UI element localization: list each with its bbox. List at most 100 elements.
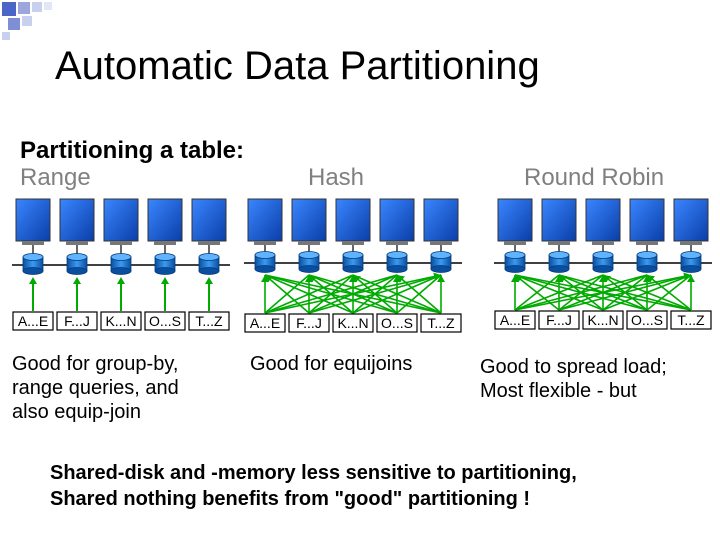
partition-box bbox=[244, 313, 286, 333]
processor-base bbox=[342, 241, 364, 245]
partition-label: O...S bbox=[631, 312, 663, 328]
arrowhead bbox=[161, 277, 169, 284]
partition-box bbox=[626, 310, 668, 330]
page-title: Automatic Data Partitioning bbox=[55, 44, 540, 88]
disk-bottom bbox=[636, 265, 658, 273]
partition-box bbox=[376, 313, 418, 333]
partition-arrow bbox=[646, 274, 692, 311]
disk-top bbox=[254, 251, 276, 259]
arrowhead bbox=[309, 275, 317, 283]
arrowhead bbox=[511, 275, 519, 282]
partition-label: A...E bbox=[18, 313, 48, 329]
partition-box bbox=[144, 311, 186, 331]
arrowhead bbox=[515, 275, 523, 283]
arrowhead bbox=[683, 272, 691, 281]
partition-arrow bbox=[264, 274, 354, 314]
partition-box bbox=[494, 310, 536, 330]
processor-base bbox=[254, 241, 276, 245]
disk-top bbox=[504, 251, 526, 259]
arrowhead bbox=[555, 275, 563, 282]
disk-bottom bbox=[548, 265, 570, 273]
processor-icon bbox=[379, 198, 415, 242]
disk-top bbox=[342, 251, 364, 259]
processor-base bbox=[548, 241, 570, 245]
desc-line: range queries, and bbox=[12, 377, 179, 399]
processor-icon bbox=[147, 198, 183, 242]
partition-label: A...E bbox=[500, 312, 530, 328]
arrowhead bbox=[117, 277, 125, 284]
desc-line: also equip-join bbox=[12, 401, 141, 423]
processor-icon bbox=[15, 198, 51, 242]
processor-icon bbox=[629, 198, 665, 242]
disk-top bbox=[680, 251, 702, 259]
partition-arrow bbox=[602, 274, 692, 311]
processor-base bbox=[66, 241, 88, 245]
disk-bottom bbox=[430, 265, 452, 273]
arrowhead bbox=[599, 275, 607, 282]
disk-top bbox=[386, 251, 408, 259]
processor-base bbox=[504, 241, 526, 245]
hash-description: Good for equijoins bbox=[250, 352, 412, 376]
disk-bottom bbox=[154, 267, 176, 275]
partition-box bbox=[420, 313, 462, 333]
desc-line: Good for equijoins bbox=[250, 353, 413, 375]
partition-label: A...E bbox=[250, 315, 280, 331]
arrowhead bbox=[29, 277, 37, 284]
partition-label: F...J bbox=[64, 313, 90, 329]
partition-arrow bbox=[264, 274, 310, 314]
disk-bottom bbox=[504, 265, 526, 273]
disk-bottom bbox=[386, 265, 408, 273]
processor-base bbox=[22, 241, 44, 245]
partition-label: F...J bbox=[546, 312, 572, 328]
processor-icon bbox=[423, 198, 459, 242]
disk-top bbox=[198, 253, 220, 261]
round-robin-description: Good to spread load; Most flexible - but bbox=[480, 355, 667, 403]
disk-bottom bbox=[298, 265, 320, 273]
partition-box bbox=[188, 311, 230, 331]
disk-bottom bbox=[680, 265, 702, 273]
summary-line: Shared-disk and -memory less sensitive t… bbox=[50, 462, 577, 484]
disk-top bbox=[430, 251, 452, 259]
processor-base bbox=[430, 241, 452, 245]
partition-arrow bbox=[514, 274, 604, 311]
desc-line: Good to spread load; bbox=[480, 356, 667, 378]
processor-base bbox=[636, 241, 658, 245]
range-label: Range bbox=[20, 164, 91, 191]
summary-line: Shared nothing benefits from "good" part… bbox=[50, 488, 531, 510]
processor-base bbox=[154, 241, 176, 245]
partition-arrow bbox=[514, 274, 692, 311]
range-description: Good for group-by, range queries, and al… bbox=[12, 352, 179, 424]
processor-icon bbox=[291, 198, 327, 242]
partition-label: T...Z bbox=[677, 312, 705, 328]
disk-bottom bbox=[592, 265, 614, 273]
partition-arrow bbox=[264, 274, 442, 314]
partition-label: K...N bbox=[587, 312, 618, 328]
processor-icon bbox=[335, 198, 371, 242]
disk-top bbox=[22, 253, 44, 261]
arrowhead bbox=[687, 275, 695, 282]
disk-bottom bbox=[342, 265, 364, 273]
processor-icon bbox=[191, 198, 227, 242]
partition-arrow bbox=[396, 274, 442, 314]
disk-top bbox=[548, 251, 570, 259]
arrowhead bbox=[647, 275, 655, 283]
partition-arrow bbox=[514, 274, 648, 311]
partition-arrow bbox=[514, 274, 560, 311]
processor-icon bbox=[59, 198, 95, 242]
disk-bottom bbox=[22, 267, 44, 275]
disk-top bbox=[298, 251, 320, 259]
partition-label: O...S bbox=[381, 315, 413, 331]
disk-bottom bbox=[254, 265, 276, 273]
partition-arrow bbox=[352, 274, 442, 314]
processor-base bbox=[386, 241, 408, 245]
arrowhead bbox=[437, 275, 445, 282]
partition-arrow bbox=[308, 274, 442, 314]
disk-bottom bbox=[198, 267, 220, 275]
partition-box bbox=[100, 311, 142, 331]
arrowhead bbox=[397, 275, 405, 283]
partition-box bbox=[12, 311, 54, 331]
decorative-squares bbox=[2, 2, 52, 40]
processor-icon bbox=[673, 198, 709, 242]
partition-box bbox=[332, 313, 374, 333]
processor-base bbox=[298, 241, 320, 245]
